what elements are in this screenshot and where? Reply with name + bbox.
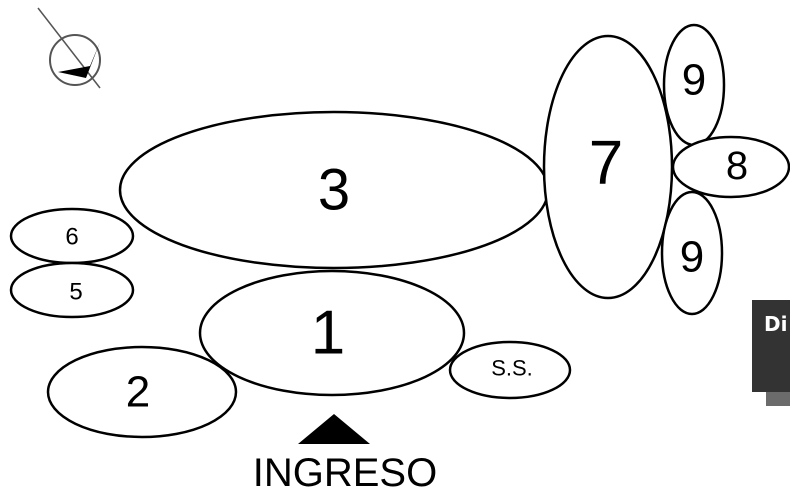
space-1: 1 [198, 269, 466, 397]
space-6: 6 [9, 207, 135, 265]
space-9-top: 9 [662, 23, 726, 147]
side-tab-shadow [766, 392, 790, 406]
space-7-label: 7 [589, 129, 623, 198]
space-2-label: 2 [126, 368, 150, 417]
space-6-label: 6 [65, 224, 78, 251]
space-3: 3 [118, 110, 550, 270]
side-tab-label: Di [764, 312, 788, 336]
space-8: 8 [671, 135, 790, 199]
side-tab[interactable] [752, 300, 790, 392]
entrance-label: INGRESO [253, 451, 437, 494]
space-ss: S.S. [448, 340, 572, 400]
space-9-bottom-label: 9 [680, 233, 704, 282]
space-ss-label: S.S. [491, 356, 533, 381]
entrance-arrow-icon [298, 414, 370, 444]
space-3-label: 3 [318, 158, 350, 223]
space-9-bottom: 9 [660, 190, 724, 316]
space-8-label: 8 [726, 144, 748, 188]
space-1-label: 1 [311, 299, 345, 368]
compass-north-icon [37, 7, 101, 89]
space-5-label: 5 [69, 279, 82, 306]
space-2: 2 [46, 345, 238, 439]
space-5: 5 [9, 261, 135, 319]
space-9-top-label: 9 [682, 56, 706, 105]
space-7: 7 [542, 34, 674, 300]
